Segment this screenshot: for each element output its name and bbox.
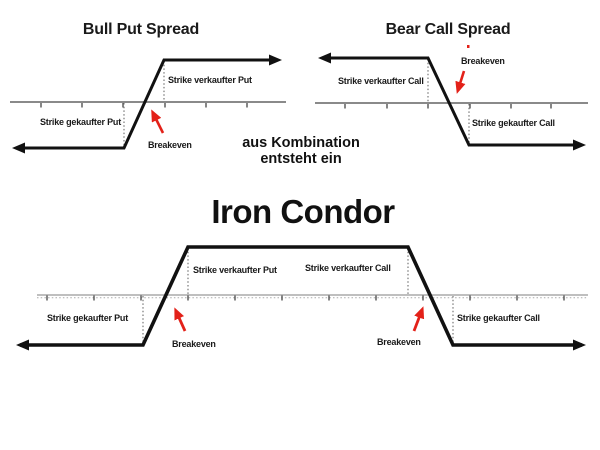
bear-axis-ticks xyxy=(344,104,552,109)
bear-call-spread-diagram xyxy=(315,45,588,151)
condor-breakeven-left-label: Breakeven xyxy=(172,339,216,349)
bear-strike-bought-call-label: Strike gekaufter Call xyxy=(472,118,555,128)
condor-breakeven-arrow-left xyxy=(174,307,187,332)
bull-breakeven-arrow xyxy=(151,109,165,134)
combination-text: aus Kombination entsteht ein xyxy=(242,135,360,167)
condor-breakeven-arrow-right xyxy=(412,306,425,332)
combination-line1: aus Kombination xyxy=(242,135,360,151)
bear-call-spread-title: Bear Call Spread xyxy=(385,21,511,38)
condor-axis-ticks xyxy=(46,295,565,301)
bull-put-spread-title: Bull Put Spread xyxy=(82,21,200,38)
bear-strike-sold-call-label: Strike verkaufter Call xyxy=(338,76,424,86)
bear-payoff-line xyxy=(318,52,586,151)
bull-put-spread-diagram xyxy=(10,54,286,154)
bull-strike-bought-put-label: Strike gekaufter Put xyxy=(40,117,122,127)
bear-breakeven-arrow xyxy=(455,70,466,94)
combination-line2: entsteht ein xyxy=(260,150,342,167)
condor-payoff-line xyxy=(16,245,586,351)
condor-strike-sold-call-label: Strike verkaufter Call xyxy=(305,263,391,273)
red-speck xyxy=(467,45,470,48)
condor-strike-guides xyxy=(142,248,454,344)
bull-breakeven-label: Breakeven xyxy=(148,140,192,150)
iron-condor-diagram xyxy=(16,245,588,351)
iron-condor-title: Iron Condor xyxy=(211,193,395,230)
bull-strike-sold-put-label: Strike verkaufter Put xyxy=(168,75,252,85)
bear-breakeven-label: Breakeven xyxy=(461,56,505,66)
condor-strike-bought-put-label: Strike gekaufter Put xyxy=(47,313,129,323)
condor-breakeven-right-label: Breakeven xyxy=(377,337,421,347)
bull-payoff-line xyxy=(12,54,282,154)
condor-strike-sold-put-label: Strike verkaufter Put xyxy=(193,265,277,275)
condor-strike-bought-call-label: Strike gekaufter Call xyxy=(457,313,540,323)
